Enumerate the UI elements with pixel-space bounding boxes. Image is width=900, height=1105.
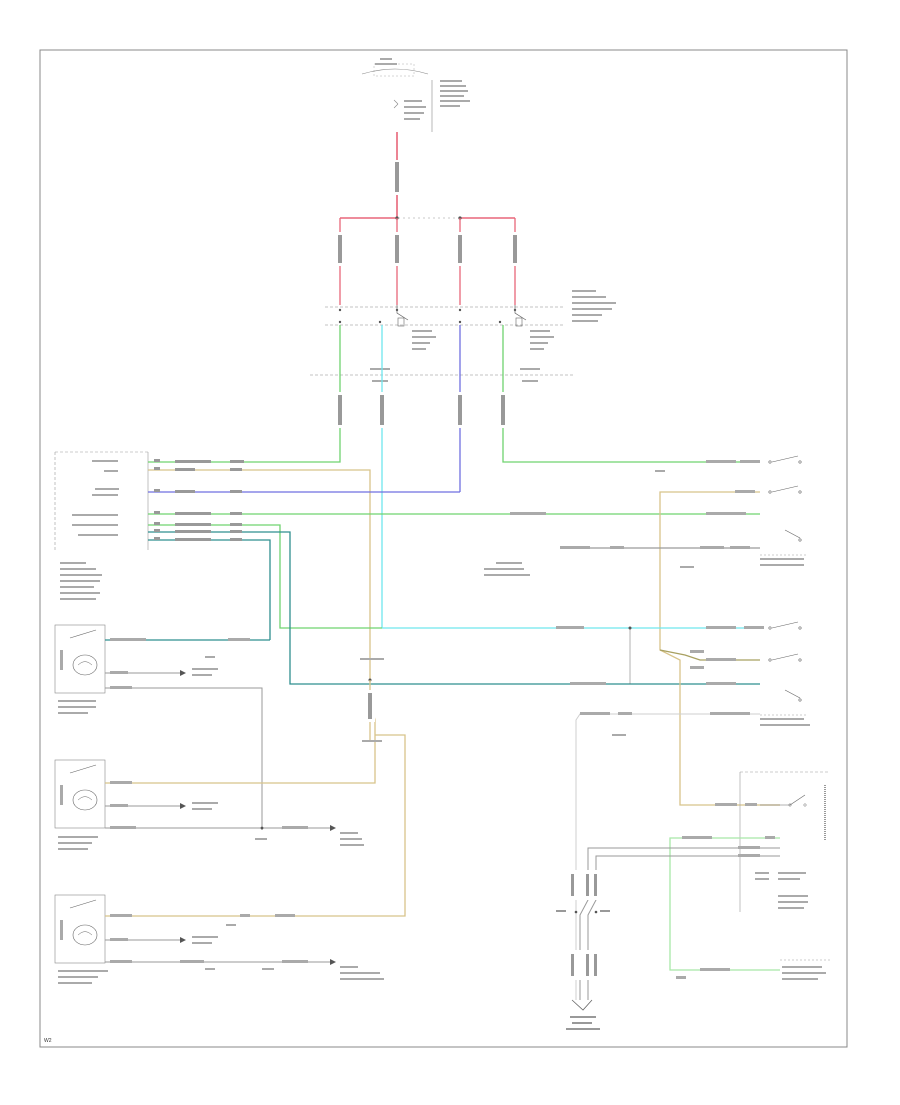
relay-module bbox=[310, 290, 616, 382]
right-lower-module bbox=[739, 771, 830, 980]
left-motor-unit-3 bbox=[54, 894, 106, 964]
fuse-box-top bbox=[361, 58, 470, 132]
wire-yellow-motor-2 bbox=[105, 699, 376, 784]
footer-code: W2 bbox=[44, 1038, 52, 1044]
wire-gray-right-2 bbox=[595, 855, 780, 870]
left-motor-unit-2 bbox=[54, 759, 106, 829]
module-wires bbox=[148, 460, 760, 685]
wire-red-drops bbox=[339, 218, 516, 305]
wire-lightgreen-right bbox=[669, 837, 780, 971]
right-switch-terminals bbox=[768, 455, 802, 702]
left-control-module bbox=[54, 451, 149, 600]
diagram-border bbox=[39, 49, 848, 1048]
wire-green-right-top bbox=[502, 460, 760, 463]
wire-yellow-right bbox=[659, 491, 780, 806]
wire-yellow-motor-3 bbox=[105, 734, 406, 917]
wire-gray-right-1 bbox=[587, 847, 780, 870]
wire-gray-ground bbox=[575, 713, 760, 870]
center-ground bbox=[556, 870, 610, 1030]
left-motor-unit-1 bbox=[54, 624, 106, 694]
